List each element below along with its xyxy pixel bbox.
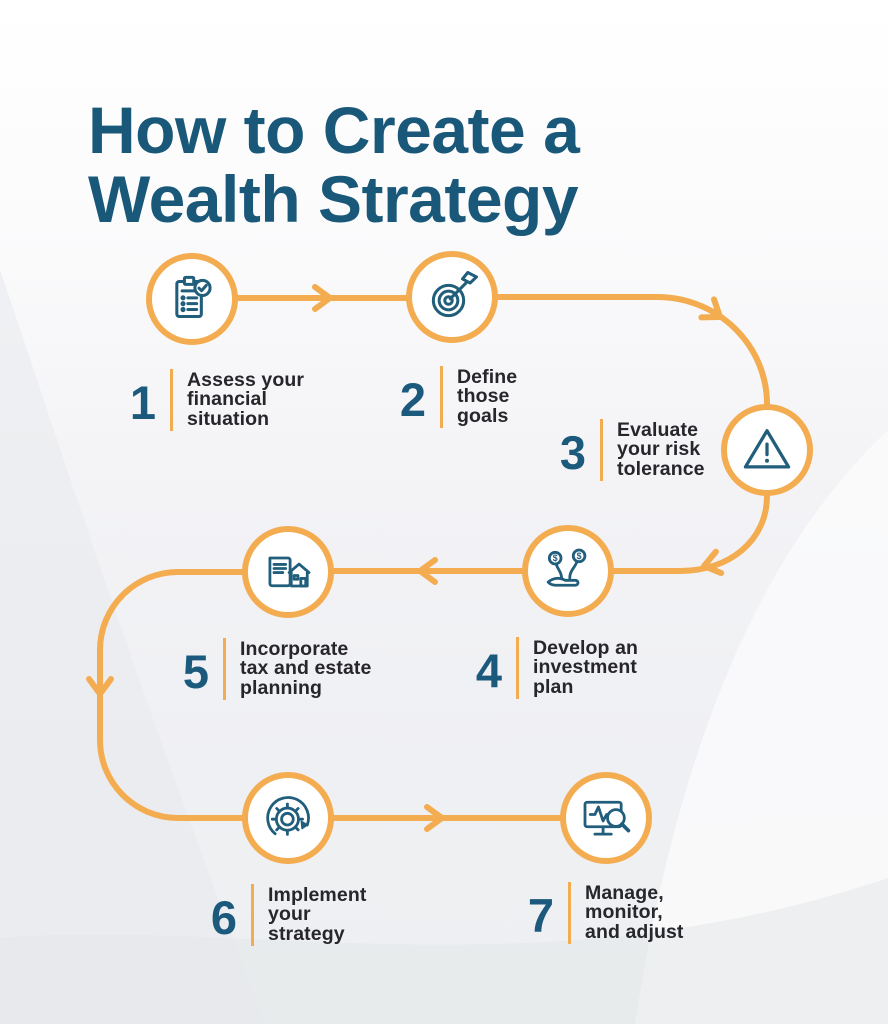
arrowhead-icon (417, 557, 438, 585)
monitor-search-icon (583, 800, 631, 836)
target-dart-icon (431, 270, 479, 318)
step-label: Manage, monitor, and adjust (585, 881, 684, 943)
divider (600, 419, 603, 481)
step-label: Assess your financial situation (187, 368, 305, 430)
step-3-node (721, 404, 813, 496)
step-number: 3 (559, 425, 587, 479)
step-label: Implement your strategy (268, 883, 367, 945)
money-plant-hand-icon: $ $ (546, 548, 587, 587)
step-number: 1 (129, 375, 157, 429)
step-1-caption: 1 Assess your financial situation (128, 362, 304, 438)
arrowhead-icon (698, 296, 723, 321)
step-number: 5 (182, 644, 210, 698)
svg-text:$: $ (553, 553, 558, 563)
arrowhead-icon (86, 676, 114, 697)
step-5-node (242, 526, 334, 618)
divider (223, 638, 226, 700)
clipboard-check-icon (175, 275, 212, 319)
step-label: Develop an investment plan (533, 636, 639, 698)
step-1-node (146, 253, 238, 345)
svg-text:$: $ (577, 551, 582, 561)
page-title: How to Create a Wealth Strategy (88, 93, 580, 236)
divider (251, 884, 254, 946)
step-number: 6 (210, 890, 238, 944)
warning-triangle-icon (743, 429, 791, 469)
step-6-node (242, 772, 334, 864)
step-2-caption: 2 Define those goals (398, 359, 517, 435)
step-label: Define those goals (457, 365, 518, 427)
gear-refresh-icon (266, 796, 310, 836)
step-7-node (560, 772, 652, 864)
arrowhead-icon (424, 804, 445, 832)
document-house-icon (268, 556, 311, 588)
step-4-node: $ $ (522, 525, 614, 617)
step-7-caption: 7 Manage, monitor, and adjust (526, 875, 684, 951)
step-6-caption: 6 Implement your strategy (209, 877, 366, 953)
step-4-caption: 4 Develop an investment plan (474, 630, 638, 706)
step-number: 4 (475, 643, 503, 697)
step-label: Incorporate tax and estate planning (240, 637, 372, 699)
step-5-caption: 5 Incorporate tax and estate planning (181, 631, 371, 707)
divider (440, 366, 443, 428)
step-3-caption: 3 Evaluate your risk tolerance (558, 412, 705, 488)
connector-3-4 (611, 493, 770, 574)
divider (516, 637, 519, 699)
step-number: 2 (399, 372, 427, 426)
step-label: Evaluate your risk tolerance (617, 418, 705, 480)
arrowhead-icon (312, 284, 333, 312)
divider (568, 882, 571, 944)
step-number: 7 (527, 888, 555, 942)
step-2-node (406, 251, 498, 343)
connector-2-3 (495, 294, 770, 407)
divider (170, 369, 173, 431)
arrowhead-icon (701, 548, 725, 577)
